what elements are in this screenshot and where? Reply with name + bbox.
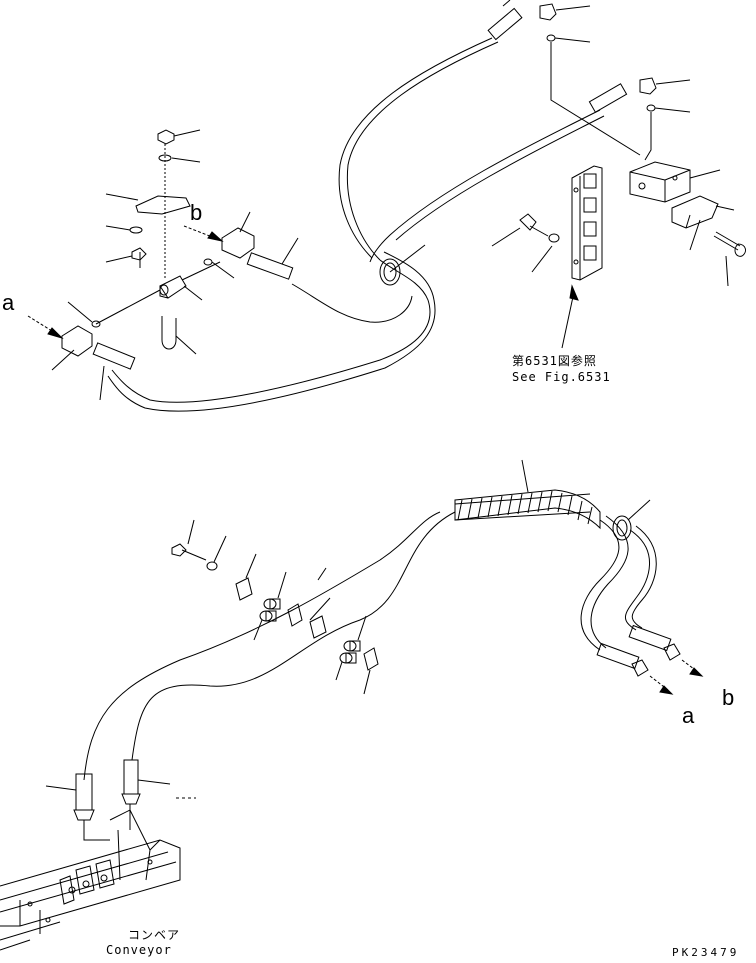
cushions-upper: [260, 599, 280, 621]
nut-left: [158, 130, 174, 144]
label-a-bottom: a: [682, 703, 695, 728]
o-ring-left: [92, 321, 100, 327]
u-bolt: [162, 316, 176, 349]
bracket-plate: [572, 166, 602, 280]
washer-bottom: [207, 562, 217, 570]
fitting-hose-end-top: [488, 8, 522, 39]
hose-to-b: [625, 530, 649, 630]
conveyor-jp: コンベア: [128, 928, 181, 942]
washer-left-mid: [130, 227, 142, 233]
elbow-fitting-right: [640, 78, 656, 94]
banjo-bolt-right: [714, 232, 745, 256]
tee-fitting-a: [62, 326, 92, 356]
reference-jp: 第6531図参照: [512, 354, 597, 368]
fitting-conveyor-2: [124, 760, 138, 794]
clip-bottom-4: [364, 648, 378, 670]
o-ring-right: [647, 105, 655, 111]
o-ring-top: [547, 35, 555, 41]
check-valve: [672, 196, 718, 228]
hose-lower-b: [132, 512, 455, 760]
clip-bottom-2: [288, 604, 302, 626]
o-ring-mid: [204, 259, 212, 265]
hose-main-loop-2: [108, 252, 435, 411]
fitting-hose-end-b: [247, 253, 292, 279]
hose-upper-long-2: [347, 42, 498, 260]
tee-fitting-b: [222, 228, 254, 258]
fitting-end-a: [597, 644, 639, 669]
hose-clamp-bottom: [613, 516, 631, 540]
bolt-bottom: [172, 544, 206, 560]
fitting-hose-end-a: [93, 343, 135, 369]
label-a-top: a: [2, 290, 15, 315]
hose-upper-long: [339, 38, 492, 258]
valve-block: [630, 162, 690, 202]
reference-en: See Fig.6531: [512, 370, 611, 384]
bolt-mid: [520, 214, 548, 236]
washer-mid: [549, 234, 559, 242]
elbow-fitting-top: [540, 4, 556, 20]
label-b-bottom: b: [722, 685, 735, 710]
conveyor-en: Conveyor: [106, 943, 172, 957]
hose-right-upper: [370, 110, 600, 262]
reference-arrow: [562, 292, 574, 348]
clip-bottom-1: [236, 578, 252, 600]
bolt-left: [132, 248, 146, 268]
fitting-hose-end-right: [589, 84, 626, 112]
hose-right-upper-2: [396, 116, 604, 240]
hose-lower-a: [84, 512, 440, 780]
cushions-lower: [340, 641, 360, 663]
label-b-top: b: [190, 200, 203, 225]
clamp-plate: [136, 196, 190, 214]
hose-clamp-top-inner: [384, 263, 396, 281]
conveyor-frame: [0, 804, 180, 950]
spiral-wraps: [458, 491, 592, 524]
spiral-guard: [455, 490, 600, 528]
hose-clamp-top: [380, 259, 400, 285]
drawing-code: PK23479: [672, 946, 740, 959]
hose-to-a: [581, 520, 619, 650]
fitting-end-b: [629, 626, 671, 651]
clip-bottom-3: [310, 616, 326, 638]
hose-main-loop: [112, 260, 430, 402]
hose-b-branch: [292, 284, 412, 322]
